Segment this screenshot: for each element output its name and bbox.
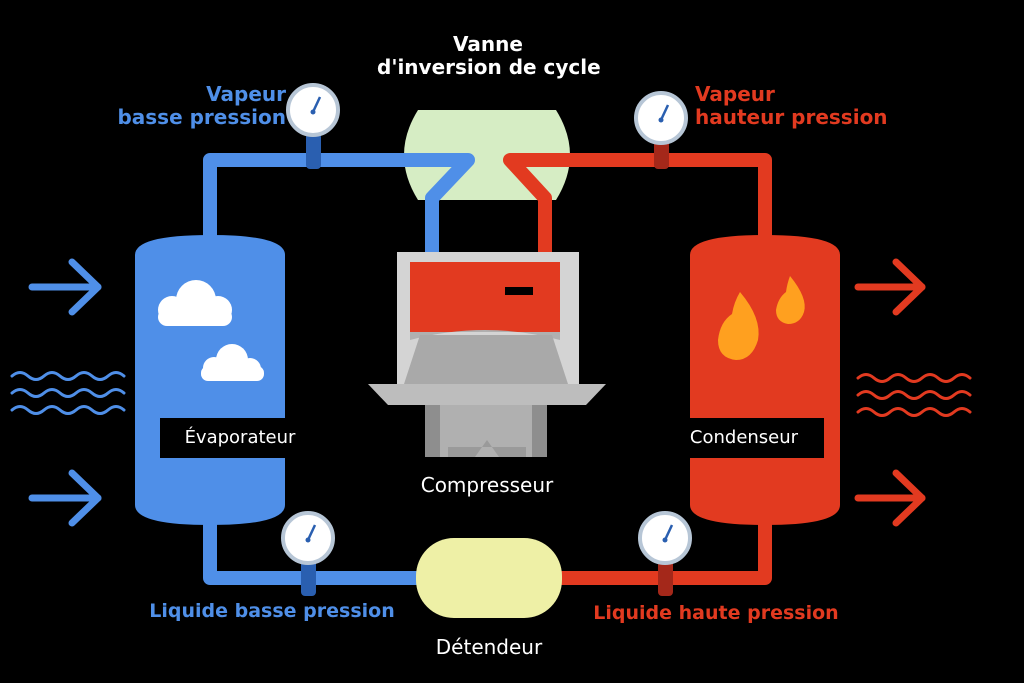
compressor-label: Compresseur bbox=[420, 473, 554, 497]
condenser-label: Condenseur bbox=[664, 418, 824, 458]
arrow-right-icon bbox=[854, 258, 926, 316]
vapor-low-label-line2: basse pression bbox=[117, 105, 286, 129]
valve-label-line2: d'inversion de cycle bbox=[377, 55, 601, 79]
arrow-right-icon bbox=[28, 258, 102, 316]
vapor-low-label: Vapeur basse pression bbox=[110, 83, 286, 129]
pressure-gauge-icon bbox=[281, 511, 335, 596]
vapor-high-label-line1: Vapeur bbox=[695, 82, 775, 106]
pipe-liquid-high bbox=[543, 515, 772, 585]
expander-label: Détendeur bbox=[435, 635, 543, 659]
liquid-low-label: Liquide basse pression bbox=[149, 600, 395, 622]
vapor-high-label-line2: hauteur pression bbox=[695, 105, 888, 129]
valve-label: Vanne d'inversion de cycle bbox=[377, 32, 601, 79]
wave-icon bbox=[856, 373, 972, 417]
arrow-right-icon bbox=[854, 469, 926, 527]
wave-icon bbox=[10, 371, 126, 415]
arrow-right-icon bbox=[28, 469, 102, 527]
pressure-gauge-icon bbox=[634, 91, 688, 169]
pipe-liquid-low bbox=[203, 515, 437, 585]
evaporator-label: Évaporateur bbox=[160, 418, 320, 458]
cloud-icon bbox=[158, 280, 232, 326]
reversing-valve bbox=[300, 110, 650, 255]
gauges bbox=[281, 83, 692, 596]
expander bbox=[416, 538, 562, 618]
liquid-high-label: Liquide haute pression bbox=[593, 602, 839, 624]
evaporator-tank bbox=[135, 235, 285, 525]
compressor bbox=[368, 252, 606, 457]
vapor-low-label-line1: Vapeur bbox=[206, 82, 286, 106]
condenser-tank bbox=[690, 235, 840, 525]
vapor-high-label: Vapeur hauteur pression bbox=[695, 83, 1015, 129]
left-inputs bbox=[10, 258, 126, 527]
pressure-gauge-icon bbox=[638, 511, 692, 596]
cloud-icon bbox=[201, 344, 264, 381]
pressure-gauge-icon bbox=[286, 83, 340, 169]
valve-label-line1: Vanne bbox=[453, 32, 523, 56]
right-outputs bbox=[854, 258, 972, 527]
flame-icon bbox=[718, 292, 759, 360]
flame-icon bbox=[776, 276, 805, 324]
